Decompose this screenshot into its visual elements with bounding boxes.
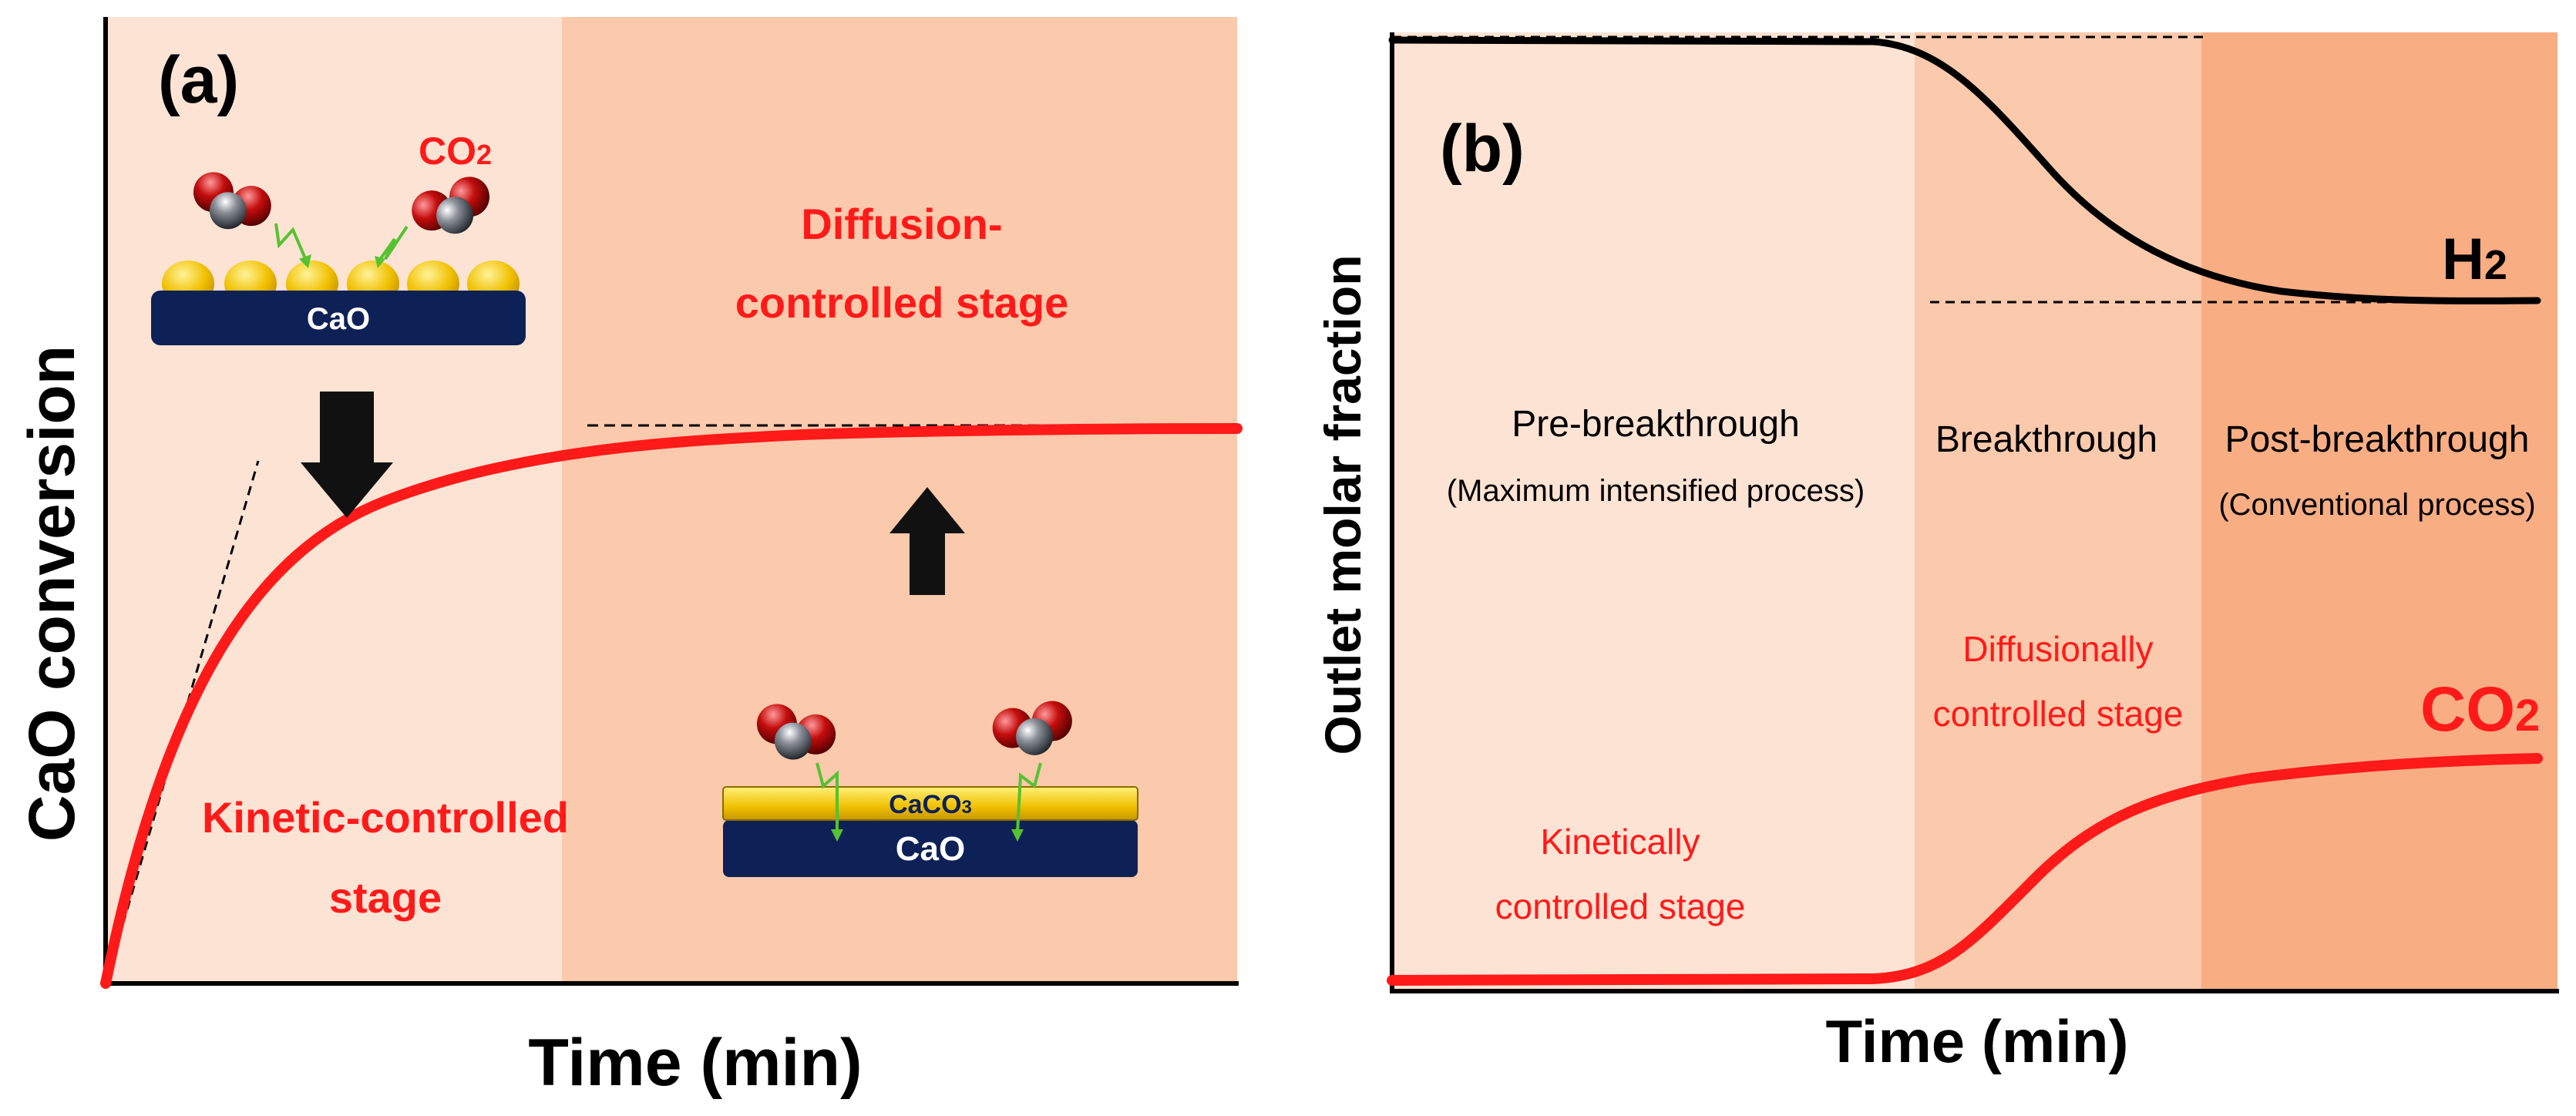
caco3-shell-label: CaCO3 xyxy=(889,790,972,819)
panel-a: (a) CaO conversion Time (min) Kinetic-co… xyxy=(15,17,1243,1100)
diffusion-arrow-icon xyxy=(816,762,839,832)
panel-b-diffusion-stage-line1: Diffusionally xyxy=(1962,629,2153,669)
diffusion-schematic: CaCO3 CaO xyxy=(722,698,1138,877)
down-arrow-icon xyxy=(301,392,393,518)
cao-substrate-top-label: CaO xyxy=(307,302,370,336)
panel-b-breakthrough-title: Breakthrough xyxy=(1935,419,2157,460)
panel-b-pre-subtitle: (Maximum intensified process) xyxy=(1447,474,1865,508)
panel-b-pre-title: Pre-breakthrough xyxy=(1512,404,1800,445)
panel-a-label: (a) xyxy=(158,43,239,117)
panel-a-kinetic-stage-line1: Kinetic-controlled xyxy=(202,793,569,842)
panel-b-co2-curve xyxy=(1387,753,2543,986)
panel-b-post-subtitle: (Conventional process) xyxy=(2218,488,2535,522)
panel-b: (b) Outlet molar fraction Time (min) Pre… xyxy=(1314,32,2559,1075)
panel-b-post-region xyxy=(2201,32,2558,990)
panel-b-h2-label: H2 xyxy=(2442,227,2507,292)
panel-a-diffusion-stage-line1: Diffusion- xyxy=(801,200,1002,248)
panel-b-x-axis-label: Time (min) xyxy=(1826,1007,2129,1075)
panel-b-diffusion-stage-line2: controlled stage xyxy=(1933,694,2184,734)
panel-b-post-title: Post-breakthrough xyxy=(2225,419,2530,460)
co2-gas-label: CO2 xyxy=(419,129,492,173)
diffusion-arrow-icon xyxy=(1016,762,1042,833)
cao-substrate-bottom-label: CaO xyxy=(896,830,965,868)
kinetic-schematic: CaO CO2 xyxy=(151,129,526,345)
cao-substrate-bottom xyxy=(723,820,1138,877)
panel-a-kinetic-stage-line2: stage xyxy=(329,873,442,922)
panel-b-kinetic-stage-line1: Kinetically xyxy=(1540,822,1700,862)
panel-b-label: (b) xyxy=(1440,112,1525,186)
panel-a-conversion-curve xyxy=(100,423,1243,989)
adsorption-arrow-icon xyxy=(274,223,308,263)
panel-b-y-axis-label: Outlet molar fraction xyxy=(1314,254,1371,755)
adsorption-arrow-icon xyxy=(378,225,409,262)
panel-b-pre-region xyxy=(1392,32,1915,990)
panel-b-kinetic-stage-line2: controlled stage xyxy=(1495,886,1746,926)
panel-b-h2-curve xyxy=(1388,36,2541,304)
up-arrow-icon xyxy=(889,487,965,595)
caco3-shell xyxy=(722,786,1138,821)
panel-a-x-axis-label: Time (min) xyxy=(528,1026,862,1100)
panel-a-diffusion-stage-line2: controlled stage xyxy=(735,278,1069,327)
panel-a-initial-tangent xyxy=(104,460,260,984)
panel-b-co2-label: CO2 xyxy=(2420,674,2540,745)
panel-b-breakthrough-region xyxy=(1915,32,2201,990)
panel-a-y-axis-label: CaO conversion xyxy=(15,345,88,842)
cao-substrate-top xyxy=(151,291,526,345)
